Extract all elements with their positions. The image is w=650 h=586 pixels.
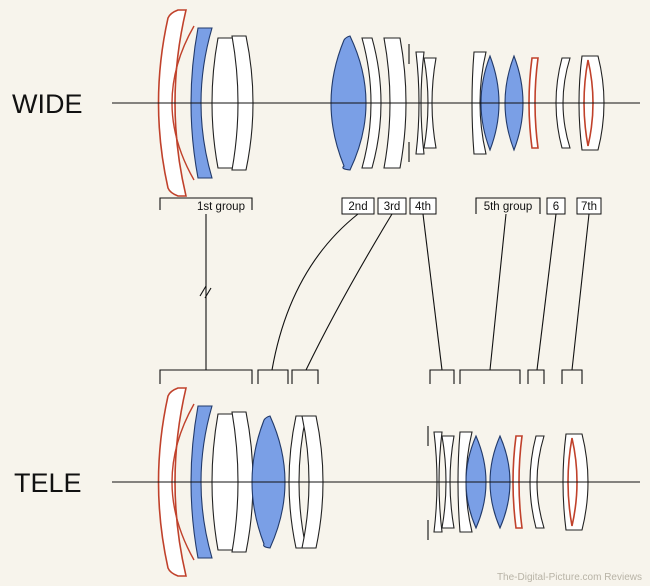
tele-g6-bracket [527, 369, 545, 384]
g4-movement-line [422, 213, 443, 371]
g1-break-mark-2 [204, 287, 212, 299]
group-labels: 1st group 2nd 3rd 4th 5th group 6 7th [159, 197, 602, 215]
zoom-movement-paths [159, 213, 590, 384]
g2-movement-curve [271, 213, 359, 371]
g3-movement-curve [305, 213, 393, 371]
g3-label: 3rd [384, 201, 401, 213]
g7-movement-line [571, 213, 590, 371]
wide-group-5 [471, 51, 539, 155]
watermark: The-Digital-Picture.com Reviews [497, 572, 642, 583]
tele-g4-bracket [429, 369, 455, 384]
g1-break-mark-1 [199, 285, 207, 297]
g1-label-bracket [159, 197, 253, 210]
g2-label: 2nd [348, 201, 367, 213]
g5-label: 5th group [484, 201, 533, 213]
wide-g1-special-element [190, 27, 213, 179]
tele-group-4 [427, 426, 455, 540]
tele-g1-bracket [159, 369, 253, 384]
tele-label: TELE [14, 468, 82, 498]
tele-g2-bracket [257, 369, 289, 384]
g4-label: 4th [415, 201, 431, 213]
g5-movement-line [489, 213, 507, 371]
g6-label: 6 [553, 201, 559, 213]
g6-movement-line [536, 213, 557, 371]
tele-g3-bracket [291, 369, 319, 384]
tele-g1-special-element [190, 405, 213, 559]
tele-g7-bracket [561, 369, 583, 384]
g5-label-bracket [475, 197, 541, 214]
g1-label: 1st group [197, 201, 245, 213]
tele-g5-bracket [459, 369, 521, 384]
g7-label: 7th [581, 201, 597, 213]
wide-label: WIDE [12, 89, 83, 119]
